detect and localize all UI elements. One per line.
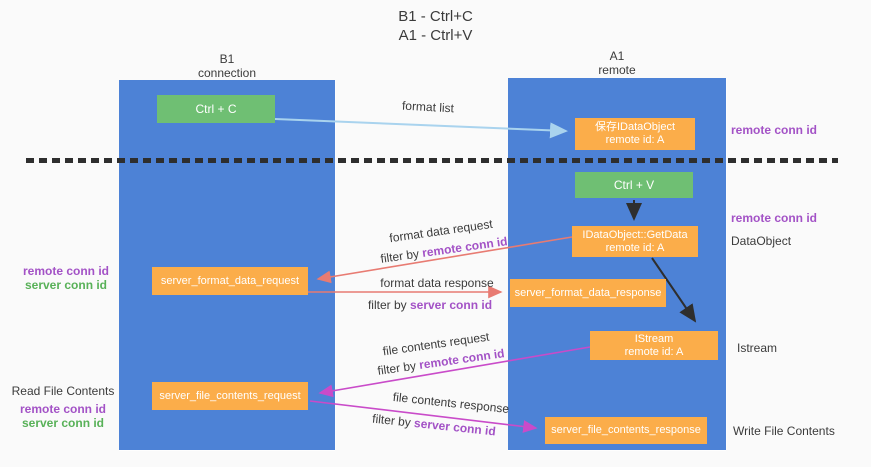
node-idataobject-getdata-line1: IDataObject::GetData	[582, 228, 688, 241]
annotation-write-file-contents: Write File Contents	[733, 424, 835, 438]
right-column-header: A1 remote	[508, 49, 726, 77]
node-istream: IStream remote id: A	[590, 331, 718, 360]
left-column-subtitle: connection	[197, 66, 257, 80]
node-ctrl-v: Ctrl + V	[575, 172, 693, 198]
annotation-read-file-contents: Read File Contents	[11, 384, 115, 398]
node-server-format-data-request: server_format_data_request	[152, 267, 308, 295]
annotation-remote-conn-id-left2: remote conn id	[19, 402, 106, 416]
node-server-format-data-request-label: server_format_data_request	[160, 274, 300, 287]
edge-label-format-data-response: format data response	[380, 276, 494, 290]
annotation-dataobject: DataObject	[731, 234, 792, 248]
node-save-idataobject-line2: remote id: A	[605, 134, 665, 146]
annotation-server-conn-id-left2: server conn id	[21, 416, 105, 430]
annotation-remote-conn-id-mid: remote conn id	[731, 211, 818, 225]
diagram-title: B1 - Ctrl+C A1 - Ctrl+V	[0, 7, 871, 45]
node-istream-line2: remote id: A	[624, 345, 684, 358]
annotation-istream: Istream	[737, 341, 778, 355]
right-column-name: A1	[609, 49, 625, 63]
left-column-name: B1	[219, 52, 235, 66]
arrow-file-contents-request	[318, 346, 591, 398]
annotation-read-file-contents-block: Read File Contents remote conn id server…	[8, 384, 118, 430]
annotation-remote-conn-id-left1: remote conn id	[22, 264, 109, 278]
right-column-subtitle: remote	[598, 63, 636, 77]
node-idataobject-getdata-line2: remote id: A	[605, 241, 665, 254]
edge-label-format-list: format list	[401, 98, 455, 116]
node-istream-line1: IStream	[634, 332, 674, 345]
arrow-file-contents-response	[309, 400, 538, 433]
node-server-format-data-response-label: server_format_data_response	[514, 286, 662, 299]
machine-boundary-dashed-line	[26, 158, 838, 163]
title-line-2: A1 - Ctrl+V	[398, 27, 473, 44]
annotation-remote-conn-id-top: remote conn id	[731, 123, 818, 137]
node-ctrl-c-label: Ctrl + C	[195, 102, 237, 116]
arrow-format-data-request	[316, 236, 573, 284]
annotation-left-conn-ids: remote conn id server conn id	[14, 264, 118, 292]
node-ctrl-v-label: Ctrl + V	[613, 178, 655, 192]
node-server-format-data-response: server_format_data_response	[510, 279, 666, 307]
arrow-getdata-to-istream	[651, 257, 697, 323]
node-ctrl-c: Ctrl + C	[157, 95, 275, 123]
node-server-file-contents-response: server_file_contents_response	[545, 417, 707, 444]
node-idataobject-getdata: IDataObject::GetData remote id: A	[572, 226, 698, 257]
edge-label-filter-server-1: filter by server conn id	[368, 298, 492, 312]
left-column-header: B1 connection	[119, 52, 335, 80]
node-server-file-contents-request-label: server_file_contents_request	[159, 389, 301, 402]
annotation-server-conn-id-left1: server conn id	[24, 278, 108, 292]
server-conn-id-text: server conn id	[409, 298, 493, 312]
node-server-file-contents-response-label: server_file_contents_response	[551, 424, 701, 436]
title-line-1: B1 - Ctrl+C	[398, 8, 473, 25]
arrow-format-list	[274, 118, 568, 139]
filter-by-text: filter by	[367, 298, 410, 312]
node-server-file-contents-request: server_file_contents_request	[152, 382, 308, 410]
node-save-idataobject-line1: 保存IDataObject	[594, 121, 676, 133]
node-save-idataobject: 保存IDataObject remote id: A	[575, 118, 695, 150]
